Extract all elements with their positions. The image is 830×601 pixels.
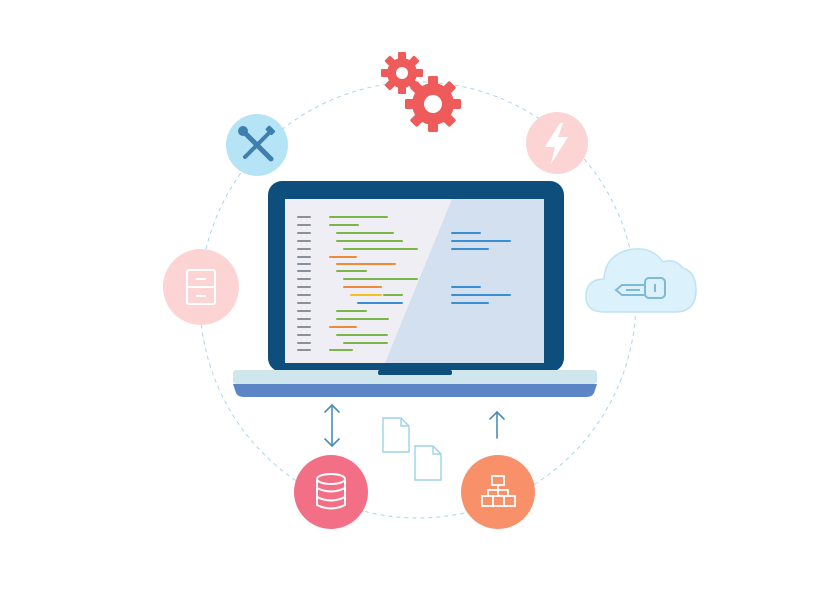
laptop-base-bottom	[233, 384, 597, 397]
file-cabinet-icon	[163, 249, 239, 325]
tools-icon	[226, 114, 288, 176]
gears-icon	[381, 52, 461, 132]
lightning-icon	[526, 112, 588, 174]
laptop-code-icon	[233, 181, 597, 397]
bidirectional-arrow-icon	[324, 403, 340, 448]
cloud-key-icon	[585, 248, 697, 313]
network-icon	[461, 455, 535, 529]
documents-icon	[382, 417, 442, 481]
laptop-notch	[378, 370, 452, 375]
laptop-screen	[285, 199, 544, 363]
laptop-base	[233, 370, 597, 384]
up-arrow-icon	[489, 410, 505, 439]
database-icon	[294, 455, 368, 529]
code-lines	[297, 216, 511, 351]
